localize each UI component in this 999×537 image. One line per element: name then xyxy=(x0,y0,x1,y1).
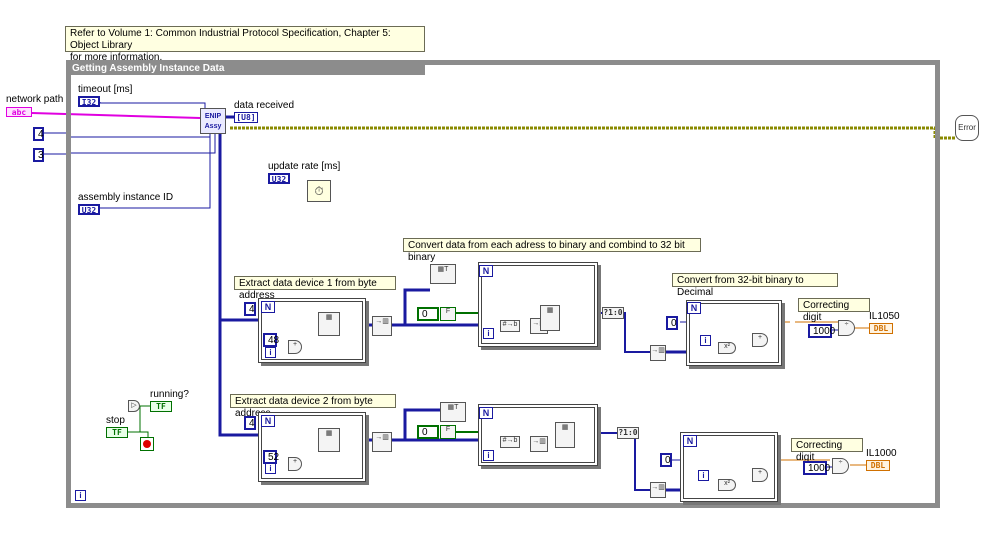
network-path-wire xyxy=(31,112,201,119)
i-loop2-terminal: i xyxy=(265,463,276,474)
correcting-digit-comment-1: Correcting digit xyxy=(798,298,870,323)
timeout-terminal[interactable]: I32 xyxy=(78,96,100,107)
const-3-left[interactable]: 3 xyxy=(33,148,44,162)
k1000-const-b[interactable]: 1000 xyxy=(803,461,830,475)
number-to-bool-node-2[interactable]: #→b xyxy=(500,436,520,448)
for-loop-extract-1[interactable] xyxy=(258,298,366,363)
running-indicator: TF xyxy=(150,401,172,412)
build-array-node-2[interactable]: →▥ xyxy=(650,345,666,361)
error-out-node[interactable]: Error xyxy=(955,115,979,141)
convert-decimal-comment: Convert from 32-bit binary to Decimal xyxy=(672,273,838,298)
index-array-node-1[interactable]: ▦ xyxy=(318,312,340,336)
il1050-indicator: DBL xyxy=(869,323,893,334)
power-node-2[interactable]: x² xyxy=(718,479,736,491)
reshape-node-2[interactable]: →▥ xyxy=(530,436,548,452)
extract-device-1-comment: Extract data device 1 from byte address xyxy=(234,276,396,301)
build-array-node-4[interactable]: →▥ xyxy=(650,482,666,498)
for-loop-decimal-1[interactable] xyxy=(686,300,782,366)
extract-device-2-comment: Extract data device 2 from byte address xyxy=(230,394,396,419)
assembly-wire xyxy=(100,130,211,209)
build-array-node-1[interactable]: →▥ xyxy=(372,316,392,336)
running-label: running? xyxy=(150,389,189,400)
n-loop1-const[interactable]: 4 xyxy=(244,302,256,316)
add-node-1[interactable]: + xyxy=(288,340,302,354)
not-node[interactable]: ▷ xyxy=(128,400,140,412)
data-array-wire xyxy=(218,120,262,437)
zero-const-d[interactable]: 0 xyxy=(660,453,672,467)
divide-node-2[interactable]: ÷ xyxy=(832,458,849,474)
n-loop2-terminal: N xyxy=(261,415,275,427)
zero-const-b[interactable]: 0 xyxy=(666,316,678,330)
il1000-indicator: DBL xyxy=(866,460,890,471)
assembly-instance-label: assembly instance ID xyxy=(78,192,174,203)
stop-sign-icon xyxy=(143,440,151,448)
n-decimal1-terminal: N xyxy=(687,302,701,314)
number-to-bool-node-1[interactable]: #→b xyxy=(500,320,520,332)
n-binary2-terminal: N xyxy=(479,407,493,419)
n-decimal2-terminal: N xyxy=(683,435,697,447)
network-path-label: network path xyxy=(6,94,64,105)
n-binary1-terminal: N xyxy=(479,265,493,277)
while-loop-title: Getting Assembly Instance Data xyxy=(68,62,425,75)
i-binary1-terminal: i xyxy=(483,328,494,339)
build-array-node-3[interactable]: →▥ xyxy=(372,432,392,452)
timeout-label: timeout [ms] xyxy=(78,84,133,95)
k1000-const-a[interactable]: 1000 xyxy=(808,324,835,338)
index-array-node-2[interactable]: ▦ xyxy=(318,428,340,452)
top-comment: Refer to Volume 1: Common Industrial Pro… xyxy=(65,26,425,63)
stop-control[interactable]: TF xyxy=(106,427,128,438)
stop-condition-terminal[interactable] xyxy=(140,437,154,451)
array-constant-1[interactable]: ▦T xyxy=(430,264,456,284)
for-loop-binary-2[interactable] xyxy=(478,404,598,466)
il1000-label: IL1000 xyxy=(866,448,897,459)
for-loop-extract-2[interactable] xyxy=(258,412,366,482)
concat-node-1[interactable]: ▦ xyxy=(540,305,560,331)
byte-offset-48[interactable]: 48 xyxy=(263,333,279,347)
network-path-terminal[interactable]: abc xyxy=(6,107,32,117)
concat-node-2[interactable]: ▦ xyxy=(555,422,575,448)
while-iteration-terminal: i xyxy=(75,490,86,501)
add-node-3[interactable]: + xyxy=(288,457,302,471)
bool-to-num-1[interactable]: ?1:0 xyxy=(602,307,624,319)
n-loop1-terminal: N xyxy=(261,301,275,313)
i-decimal2-terminal: i xyxy=(698,470,709,481)
power-node-1[interactable]: x² xyxy=(718,342,736,354)
update-rate-terminal[interactable]: U32 xyxy=(268,173,290,184)
data-received-label: data received xyxy=(234,100,295,111)
for-loop-binary-1[interactable] xyxy=(478,262,598,347)
divide-node-1[interactable]: ÷ xyxy=(838,320,855,336)
n-loop2-const[interactable]: 4 xyxy=(244,416,256,430)
byte-offset-52[interactable]: 52 xyxy=(263,450,279,464)
add-node-4[interactable]: + xyxy=(752,468,768,482)
zero-const-c[interactable]: 0 xyxy=(417,425,439,439)
array-constant-2[interactable]: ▦T xyxy=(440,402,466,422)
enip-read-node[interactable]: ENIP Assy xyxy=(200,108,226,134)
assembly-instance-terminal[interactable]: U32 xyxy=(78,204,100,215)
bool-array-const-2[interactable]: F xyxy=(440,425,456,439)
data-received-indicator: [U8] xyxy=(234,112,258,123)
i-loop1-terminal: i xyxy=(265,347,276,358)
convert-binary-comment: Convert data from each adress to binary … xyxy=(403,238,701,263)
i-decimal1-terminal: i xyxy=(700,335,711,346)
zero-const-a[interactable]: 0 xyxy=(417,307,439,321)
while-loop[interactable] xyxy=(66,60,940,508)
correcting-digit-comment-2: Correcting digit xyxy=(791,438,863,463)
const-4-left[interactable]: 4 xyxy=(33,127,44,141)
wait-timer-node[interactable]: ⏱ xyxy=(307,180,331,202)
add-node-2[interactable]: + xyxy=(752,333,768,347)
bool-array-const-1[interactable]: F xyxy=(440,307,456,321)
stop-label: stop xyxy=(106,415,125,426)
update-rate-label: update rate [ms] xyxy=(268,161,341,172)
bool-to-num-2[interactable]: ?1:0 xyxy=(617,427,639,439)
il1050-label: IL1050 xyxy=(869,311,900,322)
i-binary2-terminal: i xyxy=(483,450,494,461)
